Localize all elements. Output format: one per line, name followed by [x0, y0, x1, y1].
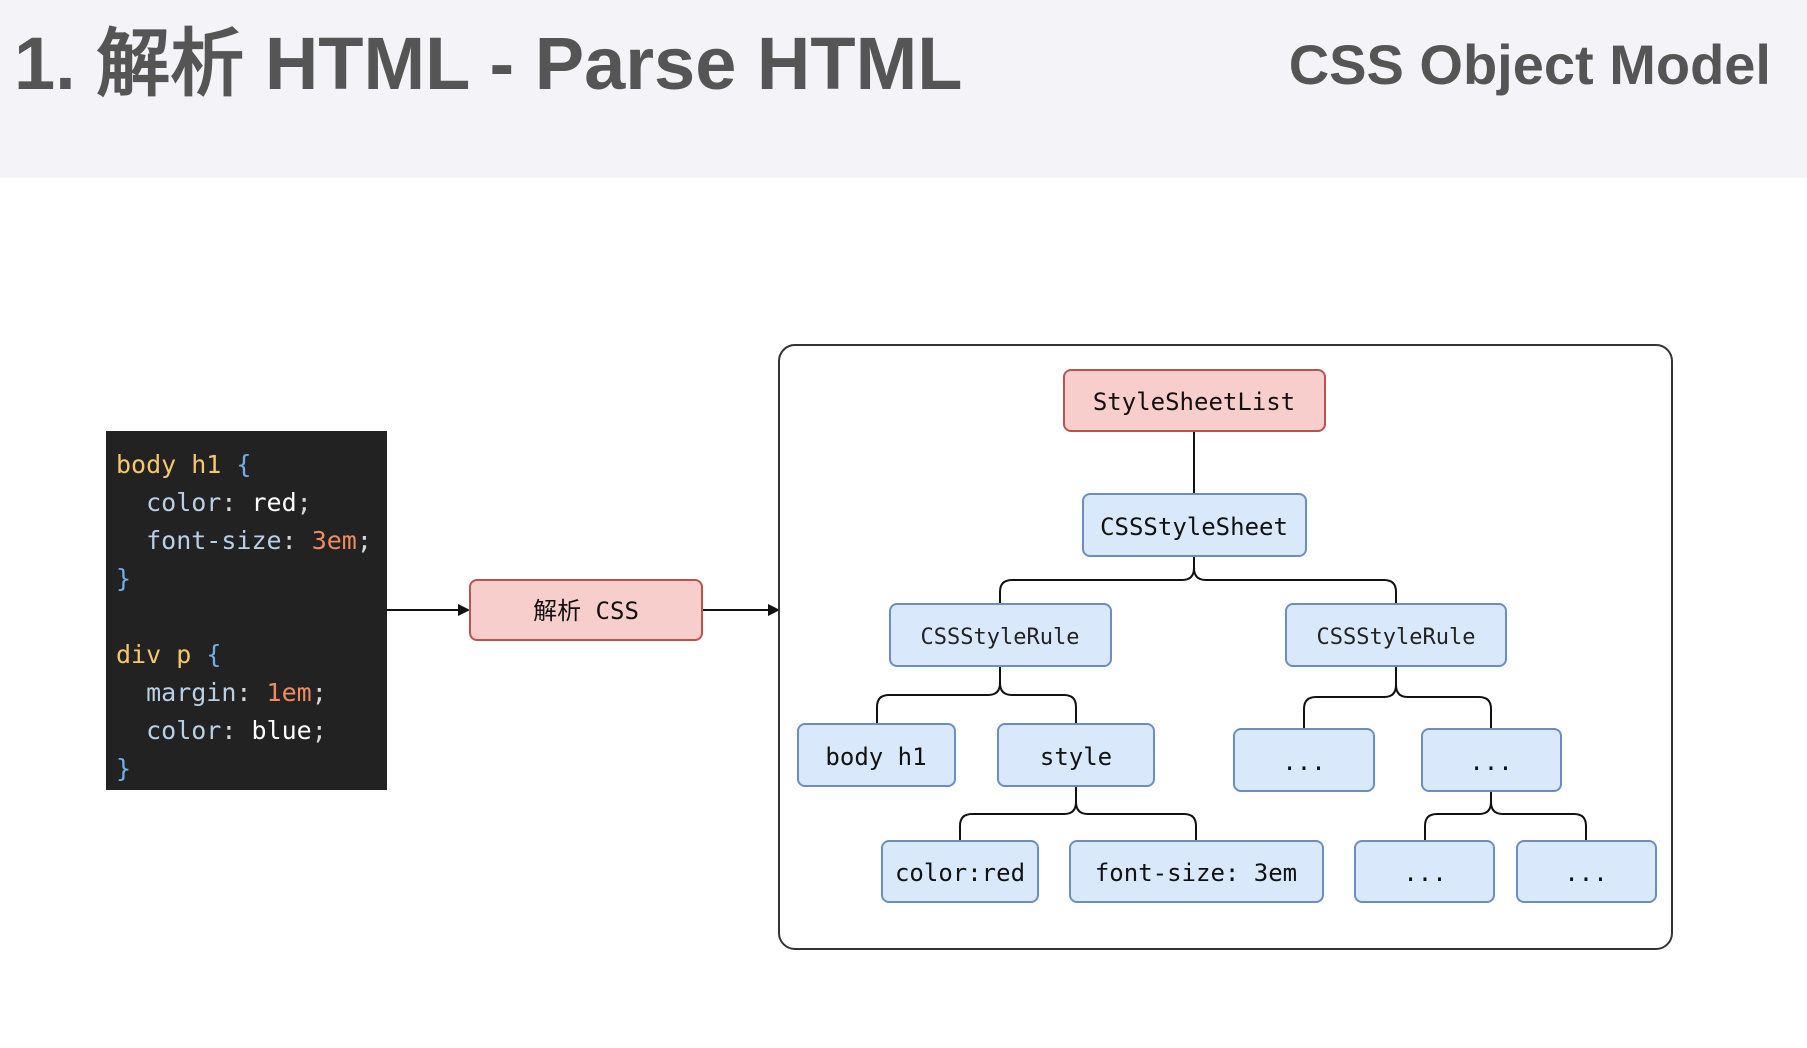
node-cssstylerule-left: CSSStyleRule — [889, 603, 1112, 667]
code-token: : — [221, 488, 252, 517]
code-token: blue — [251, 716, 312, 745]
code-token: : — [236, 678, 267, 707]
cssom-container — [778, 344, 1673, 950]
code-token: { — [206, 640, 222, 669]
node-style: style — [997, 723, 1155, 787]
header-bar: 1. 解析 HTML - Parse HTML CSS Object Model — [0, 0, 1807, 178]
node-cssstylesheet: CSSStyleSheet — [1082, 493, 1307, 557]
node-ellipsis-2-label: ... — [1469, 748, 1512, 776]
code-token: 3em — [311, 526, 357, 555]
code-line: margin: 1em; — [116, 674, 387, 712]
code-line: color: red; — [116, 484, 387, 522]
node-stylesheetlist: StyleSheetList — [1063, 369, 1326, 432]
tree-connectors — [876, 431, 1587, 841]
node-ellipsis-4: ... — [1516, 840, 1657, 903]
code-token: ; — [311, 716, 327, 745]
code-line: } — [116, 560, 387, 598]
code-token: 1em — [266, 678, 312, 707]
code-line: } — [116, 750, 387, 788]
code-token: } — [116, 754, 132, 783]
code-line: color: blue; — [116, 712, 387, 750]
node-ellipsis-3-label: ... — [1403, 859, 1446, 887]
node-decl-color: color:red — [881, 840, 1039, 903]
code-token: color — [116, 488, 222, 517]
node-style-label: style — [1040, 743, 1112, 771]
node-cssstylerule-right-label: CSSStyleRule — [1317, 625, 1476, 650]
node-ellipsis-3: ... — [1354, 840, 1495, 903]
code-token: div p — [116, 640, 207, 669]
code-token: } — [116, 564, 132, 593]
code-token: ; — [356, 526, 372, 555]
code-line: div p { — [116, 636, 387, 674]
code-token: color — [116, 716, 222, 745]
code-token: body h1 — [116, 450, 237, 479]
node-decl-font-size-label: font-size: 3em — [1095, 859, 1297, 887]
parse-css-node: 解析 CSS — [469, 579, 703, 641]
node-selector-label: body h1 — [825, 743, 926, 771]
code-token: { — [236, 450, 252, 479]
node-cssstylerule-left-label: CSSStyleRule — [921, 625, 1080, 650]
code-token: font-size — [116, 526, 282, 555]
node-decl-color-label: color:red — [895, 859, 1025, 887]
code-line: font-size: 3em; — [116, 522, 387, 560]
node-stylesheetlist-label: StyleSheetList — [1093, 388, 1295, 416]
node-ellipsis-1-label: ... — [1282, 748, 1325, 776]
node-ellipsis-2: ... — [1421, 728, 1562, 792]
node-cssstylesheet-label: CSSStyleSheet — [1100, 513, 1288, 541]
code-token: ; — [311, 678, 327, 707]
code-line: body h1 { — [116, 446, 387, 484]
node-ellipsis-4-label: ... — [1564, 859, 1607, 887]
code-token: : — [221, 716, 252, 745]
node-selector-body-h1: body h1 — [797, 723, 956, 787]
node-cssstylerule-right: CSSStyleRule — [1285, 603, 1507, 667]
page-title: 1. 解析 HTML - Parse HTML — [14, 22, 963, 105]
code-token: ; — [296, 488, 312, 517]
code-token: margin — [116, 678, 237, 707]
node-ellipsis-1: ... — [1233, 728, 1375, 792]
css-code-block: body h1 { color: red; font-size: 3em;} d… — [106, 431, 387, 790]
parse-css-label: 解析 CSS — [533, 597, 639, 625]
code-token: red — [251, 488, 297, 517]
page-subtitle: CSS Object Model — [1288, 33, 1771, 96]
code-token: : — [281, 526, 312, 555]
node-decl-font-size: font-size: 3em — [1069, 840, 1324, 903]
